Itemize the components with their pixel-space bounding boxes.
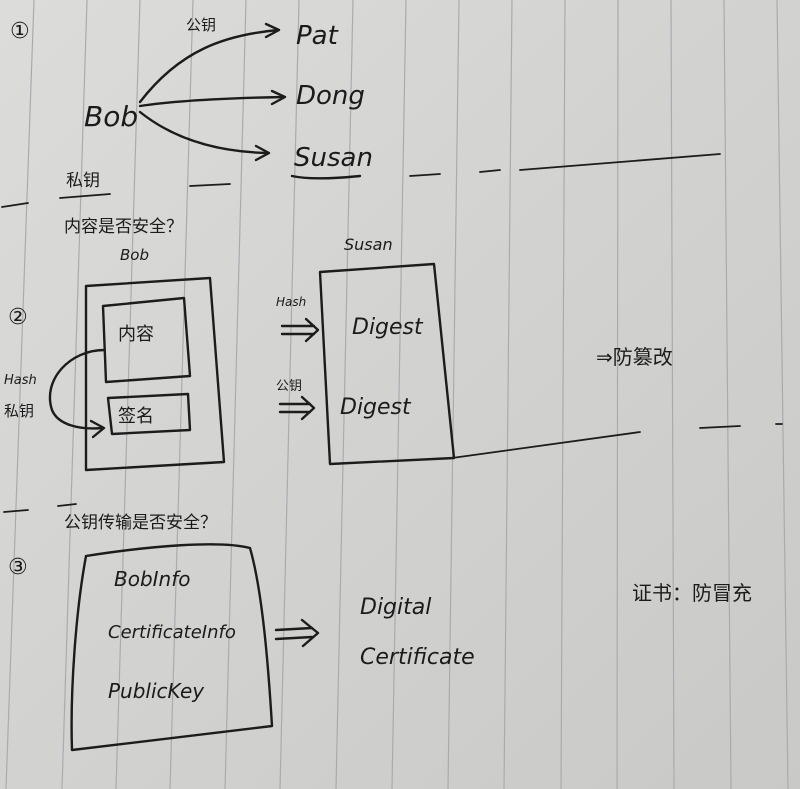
digest-from-signature: Digest	[340, 395, 412, 420]
section-2-question: 内容是否安全？	[64, 217, 183, 237]
digest-from-hash: Digest	[352, 315, 424, 340]
private-key-side-label: 私钥	[4, 402, 34, 420]
arrow-to-dong	[138, 95, 286, 108]
double-arrow-icon	[274, 618, 320, 648]
arrow-to-pat	[138, 28, 280, 104]
ruled-lines	[5, 0, 789, 789]
content-box	[101, 296, 192, 384]
section-3-question: 公钥传输是否安全？	[64, 513, 217, 533]
section-2-number: ②	[8, 305, 28, 330]
arrow-head-icon	[254, 144, 271, 162]
susan-underline	[290, 174, 362, 180]
signature-box	[106, 392, 192, 436]
sender-name: Bob	[84, 100, 138, 133]
public-key-label: 公钥	[186, 16, 216, 34]
bob-message-box	[84, 276, 226, 472]
cert-field-certificate-info: CertificateInfo	[108, 622, 236, 643]
private-key-label: 私钥	[66, 171, 100, 191]
signing-arrow	[48, 348, 106, 430]
signature-label: 签名	[118, 406, 154, 427]
digital-certificate-line-1: Digital	[360, 595, 431, 620]
digital-certificate-line-2: Certificate	[360, 645, 475, 670]
content-label: 内容	[118, 324, 154, 345]
bob-box-title: Bob	[120, 246, 149, 264]
recipient-susan: Susan	[294, 143, 373, 173]
arrow-head-icon	[270, 89, 287, 106]
distribution-arrows	[138, 22, 287, 162]
certificate-box	[70, 543, 274, 752]
section-divider	[1, 153, 721, 208]
double-arrow-icon	[278, 395, 316, 421]
recipient-dong: Dong	[296, 81, 365, 111]
section-divider	[3, 423, 783, 513]
hash-arrow-label: Hash	[276, 295, 306, 309]
hash-side-label: Hash	[4, 373, 37, 388]
double-arrow-icon	[280, 317, 320, 343]
cert-field-public-key: PublicKey	[108, 679, 205, 703]
recipient-pat: Pat	[296, 21, 339, 51]
section-3-number: ③	[8, 555, 28, 580]
tamper-proof-result: ⇒防篡改	[596, 345, 673, 369]
susan-box	[318, 262, 456, 466]
arrow-to-susan	[138, 110, 270, 155]
section-1-number: ①	[10, 19, 30, 44]
arrow-head-icon	[264, 22, 281, 39]
arrow-head-icon	[89, 419, 106, 439]
public-key-arrow-label: 公钥	[276, 379, 302, 394]
cert-field-bob-info: BobInfo	[114, 567, 191, 591]
certificate-note: 证书：防冒充	[632, 581, 752, 605]
susan-box-title: Susan	[344, 235, 393, 254]
